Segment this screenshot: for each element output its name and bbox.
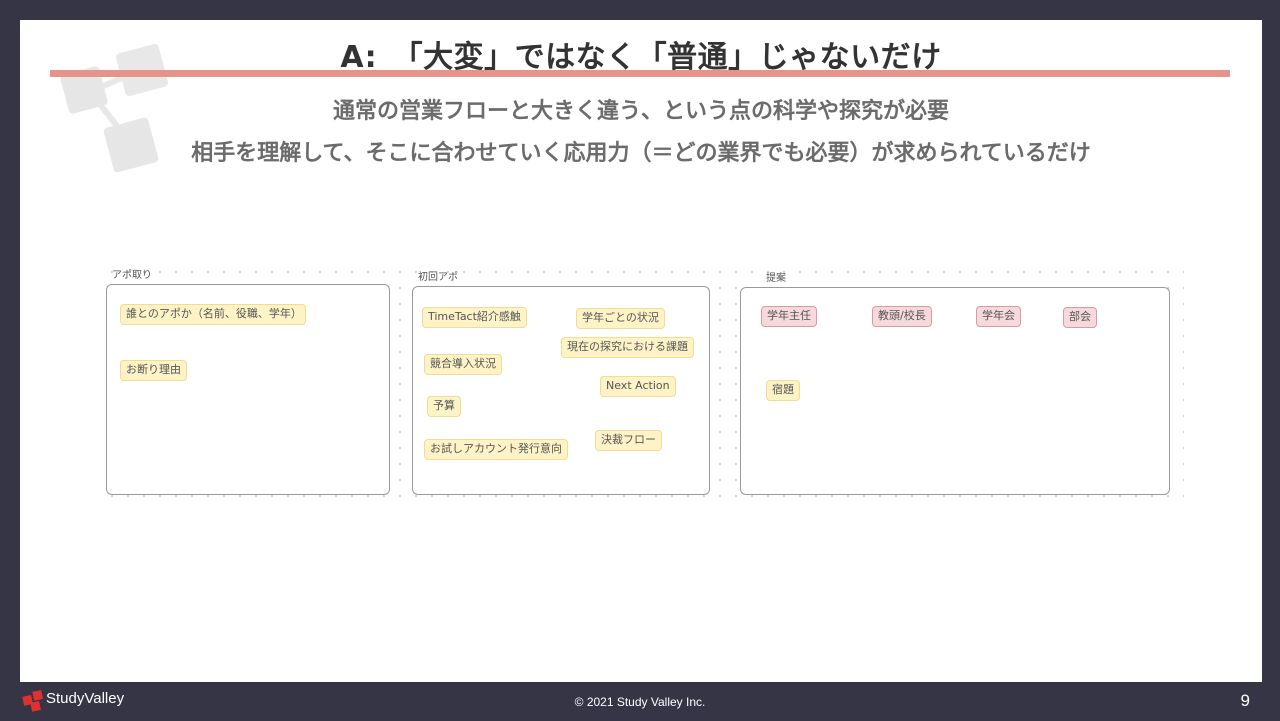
sticky-note[interactable]: お試しアカウント発行意向	[424, 439, 568, 460]
sticky-note[interactable]: Next Action	[600, 376, 676, 397]
slide: A: 「大変」ではなく「普通」じゃないだけ 通常の営業フローと大きく違う、という…	[20, 20, 1262, 682]
sticky-note[interactable]: お断り理由	[120, 360, 187, 381]
footer-copyright: © 2021 Study Valley Inc.	[574, 695, 706, 709]
sticky-note[interactable]: 競合導入状況	[424, 354, 502, 375]
frame-label-appointment: アポ取り	[112, 270, 152, 281]
frame-proposal[interactable]: 学年主任 教頭/校長 学年会 部会 宿題	[740, 287, 1170, 495]
sticky-note[interactable]: 部会	[1063, 307, 1097, 328]
sticky-note[interactable]: 誰とのアポか（名前、役職、学年）	[120, 304, 306, 325]
sticky-note[interactable]: 宿題	[766, 380, 800, 401]
sticky-note[interactable]: 教頭/校長	[872, 306, 932, 327]
frame-appointment[interactable]: 誰とのアポか（名前、役職、学年） お断り理由	[106, 284, 390, 495]
sticky-note[interactable]: 現在の探究における課題	[561, 337, 694, 358]
subtitle-2: 相手を理解して、そこに合わせていく応用力（＝どの業界でも必要）が求められているだ…	[191, 141, 1091, 166]
whiteboard: アポ取り 誰とのアポか（名前、役職、学年） お断り理由 初回アポ TimeTac…	[104, 264, 1184, 504]
sticky-note[interactable]: TimeTact紹介感触	[422, 307, 527, 328]
studyvalley-logo-icon	[22, 690, 43, 712]
frame-first-meeting[interactable]: TimeTact紹介感触 学年ごとの状況 現在の探究における課題 競合導入状況 …	[412, 286, 710, 495]
footer-brand: StudyValley	[46, 690, 125, 707]
sticky-note[interactable]: 学年主任	[761, 306, 817, 327]
frame-label-first-meeting: 初回アポ	[418, 272, 458, 283]
connected-squares-decoration	[60, 43, 169, 173]
slide-title: A: 「大変」ではなく「普通」じゃないだけ	[340, 40, 942, 75]
subtitle-1: 通常の営業フローと大きく違う、という点の科学や探究が必要	[332, 99, 949, 124]
page-number: 9	[1240, 691, 1250, 710]
sticky-note[interactable]: 学年ごとの状況	[576, 308, 665, 329]
sticky-note[interactable]: 決裁フロー	[595, 430, 662, 451]
sticky-note[interactable]: 学年会	[976, 306, 1021, 327]
sticky-note[interactable]: 予算	[427, 396, 461, 417]
title-underline	[50, 70, 1230, 77]
frame-label-proposal: 提案	[766, 273, 786, 284]
